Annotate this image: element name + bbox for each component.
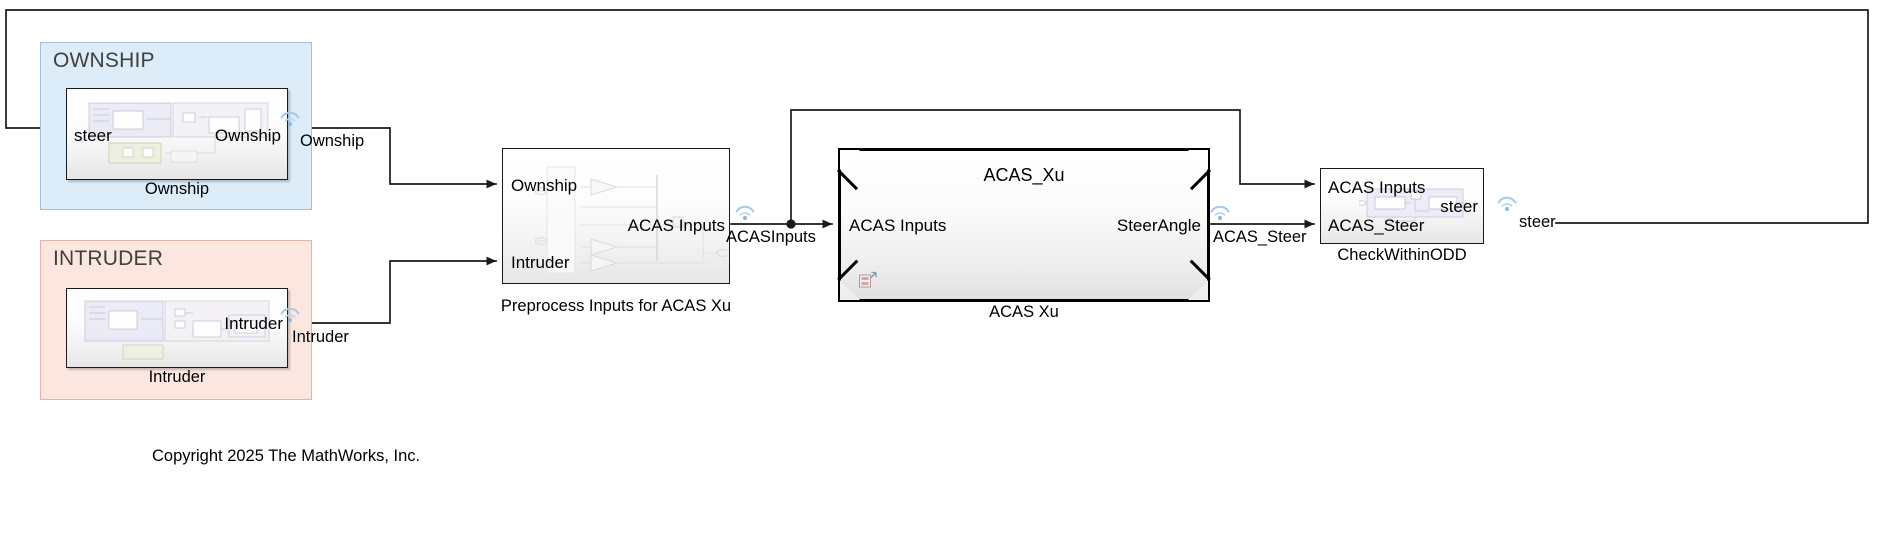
- intruder-block-caption: Intruder: [148, 368, 206, 386]
- intruder-output-port-label: Intruder: [224, 314, 283, 333]
- check-within-odd-output-steer-label: steer: [1440, 197, 1478, 216]
- check-within-odd-block-caption: CheckWithinODD: [1337, 246, 1467, 264]
- ownship-output-port-label: Ownship: [214, 126, 281, 145]
- preprocess-block-caption: Preprocess Inputs for ACAS Xu: [500, 297, 732, 315]
- acas-xu-title: ACAS_Xu: [983, 165, 1065, 185]
- preprocess-input-ownship-label: Ownship: [511, 176, 578, 195]
- ownship-block-caption: Ownship: [144, 180, 210, 198]
- corner-clip-bottom-right: [1188, 280, 1208, 300]
- signal-label-acasinputs: ACASInputs: [726, 228, 816, 246]
- ownship-area-title: OWNSHIP: [53, 49, 155, 72]
- acas-xu-block[interactable]: ACAS_Xu ACAS Inputs SteerAngle: [838, 148, 1210, 302]
- ownship-block[interactable]: steer Ownship: [66, 88, 288, 180]
- intruder-area-title: INTRUDER: [53, 247, 164, 270]
- signal-branch-point: [786, 219, 796, 229]
- signal-label-acas-steer: ACAS_Steer: [1213, 228, 1307, 246]
- intruder-block[interactable]: Intruder: [66, 288, 288, 368]
- acas-xu-input-port-label: ACAS Inputs: [849, 216, 947, 235]
- signal-label-intruder: Intruder: [292, 328, 349, 346]
- copyright-notice: Copyright 2025 The MathWorks, Inc.: [152, 447, 421, 465]
- signal-label-steer: steer: [1519, 213, 1556, 231]
- preprocess-inputs-block[interactable]: Ownship Intruder ACAS Inputs: [502, 148, 730, 284]
- acas-xu-output-port-label: SteerAngle: [1116, 216, 1201, 235]
- preprocess-input-intruder-label: Intruder: [511, 253, 570, 272]
- check-within-odd-input-acassteer-label: ACAS_Steer: [1328, 216, 1425, 235]
- ownship-input-port-label: steer: [74, 126, 112, 145]
- preprocess-output-acasinputs-label: ACAS Inputs: [627, 216, 725, 235]
- check-within-odd-block[interactable]: ACAS Inputs ACAS_Steer steer: [1320, 168, 1484, 244]
- subsystem-reference-icon: [859, 271, 877, 288]
- signal-label-ownship: Ownship: [300, 132, 365, 150]
- check-within-odd-input-acasinputs-label: ACAS Inputs: [1328, 178, 1426, 197]
- acas-xu-block-caption: ACAS Xu: [989, 303, 1059, 321]
- corner-clip-bottom-left: [840, 280, 860, 300]
